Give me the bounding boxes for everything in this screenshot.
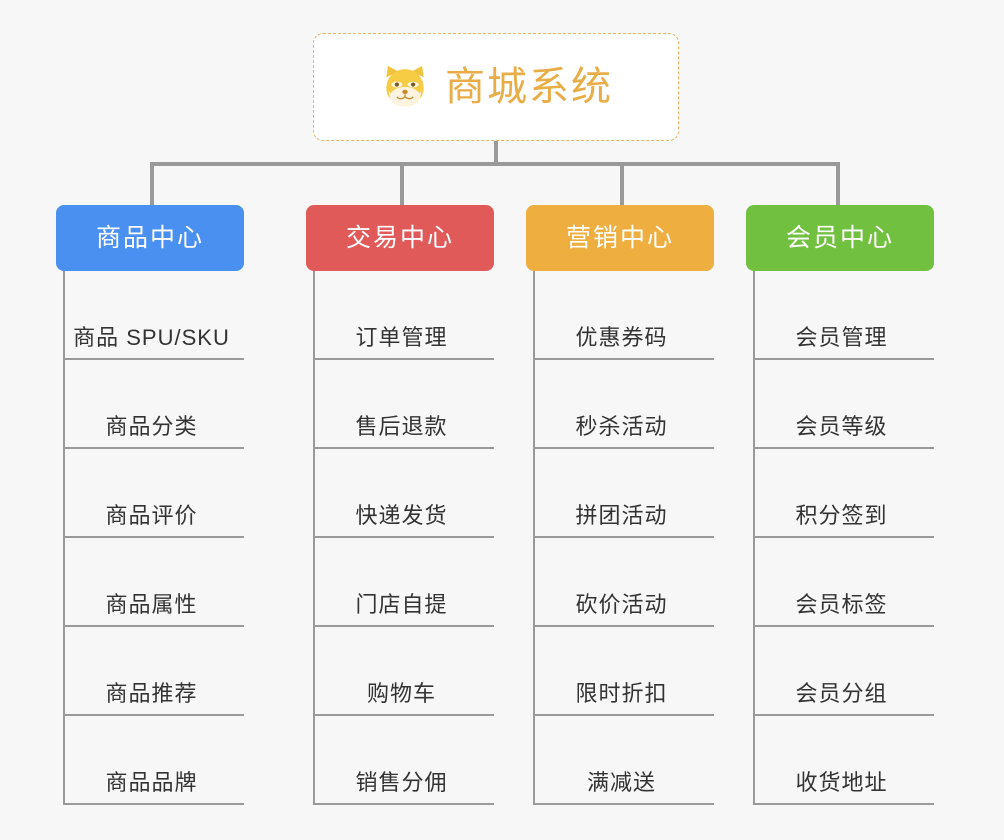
leaf-label: 商品 SPU/SKU (73, 324, 230, 350)
branch-marketing-center: 营销中心 优惠券码 秒杀活动 拼团活动 砍价活动 限时折扣 满减送 (526, 205, 714, 805)
leaf-item[interactable]: 商品属性 (65, 538, 244, 627)
root-title: 商城系统 (445, 65, 613, 109)
category-label: 交易中心 (345, 223, 454, 252)
category-label: 营销中心 (565, 223, 674, 252)
leaf-label: 订单管理 (355, 324, 448, 350)
leaf-item[interactable]: 会员分组 (755, 627, 934, 716)
leaf-label: 优惠券码 (575, 324, 668, 350)
branch-product-center: 商品中心 商品 SPU/SKU 商品分类 商品评价 商品属性 商品推荐 商品品牌 (56, 205, 244, 805)
leaf-label: 会员分组 (795, 680, 888, 706)
leaf-label: 会员等级 (795, 413, 888, 439)
connector-drop-2 (400, 162, 404, 205)
connector-root-stub (494, 141, 498, 164)
leaf-item[interactable]: 优惠券码 (535, 271, 714, 360)
leaf-label: 秒杀活动 (575, 413, 668, 439)
leaf-label: 销售分佣 (355, 769, 448, 795)
leaf-item[interactable]: 拼团活动 (535, 449, 714, 538)
category-label: 商品中心 (95, 223, 204, 252)
leaf-list-product-center: 商品 SPU/SKU 商品分类 商品评价 商品属性 商品推荐 商品品牌 (63, 271, 244, 805)
leaf-item[interactable]: 商品推荐 (65, 627, 244, 716)
leaf-label: 商品评价 (105, 502, 198, 528)
leaf-item[interactable]: 会员标签 (755, 538, 934, 627)
leaf-item[interactable]: 售后退款 (315, 360, 494, 449)
leaf-item[interactable]: 商品评价 (65, 449, 244, 538)
leaf-item[interactable]: 会员管理 (755, 271, 934, 360)
connector-drop-4 (836, 162, 840, 205)
leaf-item[interactable]: 商品 SPU/SKU (65, 271, 244, 360)
leaf-label: 商品推荐 (105, 680, 198, 706)
leaf-list-member-center: 会员管理 会员等级 积分签到 会员标签 会员分组 收货地址 (753, 271, 934, 805)
leaf-label: 快递发货 (355, 502, 448, 528)
category-box-product-center[interactable]: 商品中心 (56, 205, 244, 271)
leaf-item[interactable]: 快递发货 (315, 449, 494, 538)
leaf-label: 门店自提 (355, 591, 448, 617)
connector-drop-3 (620, 162, 624, 205)
leaf-label: 积分签到 (795, 502, 888, 528)
leaf-label: 商品品牌 (105, 769, 198, 795)
leaf-label: 商品属性 (105, 591, 198, 617)
leaf-label: 商品分类 (105, 413, 198, 439)
leaf-item[interactable]: 购物车 (315, 627, 494, 716)
leaf-label: 砍价活动 (575, 591, 668, 617)
leaf-list-marketing-center: 优惠券码 秒杀活动 拼团活动 砍价活动 限时折扣 满减送 (533, 271, 714, 805)
leaf-item[interactable]: 满减送 (535, 716, 714, 805)
category-box-marketing-center[interactable]: 营销中心 (526, 205, 714, 271)
connector-horizontal-bus (150, 162, 840, 166)
leaf-label: 限时折扣 (575, 680, 668, 706)
leaf-item[interactable]: 限时折扣 (535, 627, 714, 716)
root-node-mall-system[interactable]: 商城系统 (313, 33, 679, 141)
leaf-item[interactable]: 会员等级 (755, 360, 934, 449)
leaf-label: 购物车 (366, 680, 436, 706)
leaf-list-trade-center: 订单管理 售后退款 快递发货 门店自提 购物车 销售分佣 (313, 271, 494, 805)
connector-drop-1 (150, 162, 154, 205)
leaf-item[interactable]: 订单管理 (315, 271, 494, 360)
leaf-label: 售后退款 (355, 413, 448, 439)
leaf-item[interactable]: 商品分类 (65, 360, 244, 449)
leaf-label: 收货地址 (795, 769, 888, 795)
leaf-item[interactable]: 积分签到 (755, 449, 934, 538)
leaf-item[interactable]: 销售分佣 (315, 716, 494, 805)
leaf-item[interactable]: 门店自提 (315, 538, 494, 627)
leaf-label: 拼团活动 (575, 502, 668, 528)
branch-trade-center: 交易中心 订单管理 售后退款 快递发货 门店自提 购物车 销售分佣 (306, 205, 494, 805)
leaf-label: 满减送 (586, 769, 656, 795)
leaf-label: 会员标签 (795, 591, 888, 617)
shiba-dog-icon (386, 65, 424, 107)
category-label: 会员中心 (785, 223, 894, 252)
branch-member-center: 会员中心 会员管理 会员等级 积分签到 会员标签 会员分组 收货地址 (746, 205, 934, 805)
category-box-member-center[interactable]: 会员中心 (746, 205, 934, 271)
leaf-item[interactable]: 砍价活动 (535, 538, 714, 627)
leaf-label: 会员管理 (795, 324, 888, 350)
leaf-item[interactable]: 商品品牌 (65, 716, 244, 805)
leaf-item[interactable]: 秒杀活动 (535, 360, 714, 449)
leaf-item[interactable]: 收货地址 (755, 716, 934, 805)
category-box-trade-center[interactable]: 交易中心 (306, 205, 494, 271)
